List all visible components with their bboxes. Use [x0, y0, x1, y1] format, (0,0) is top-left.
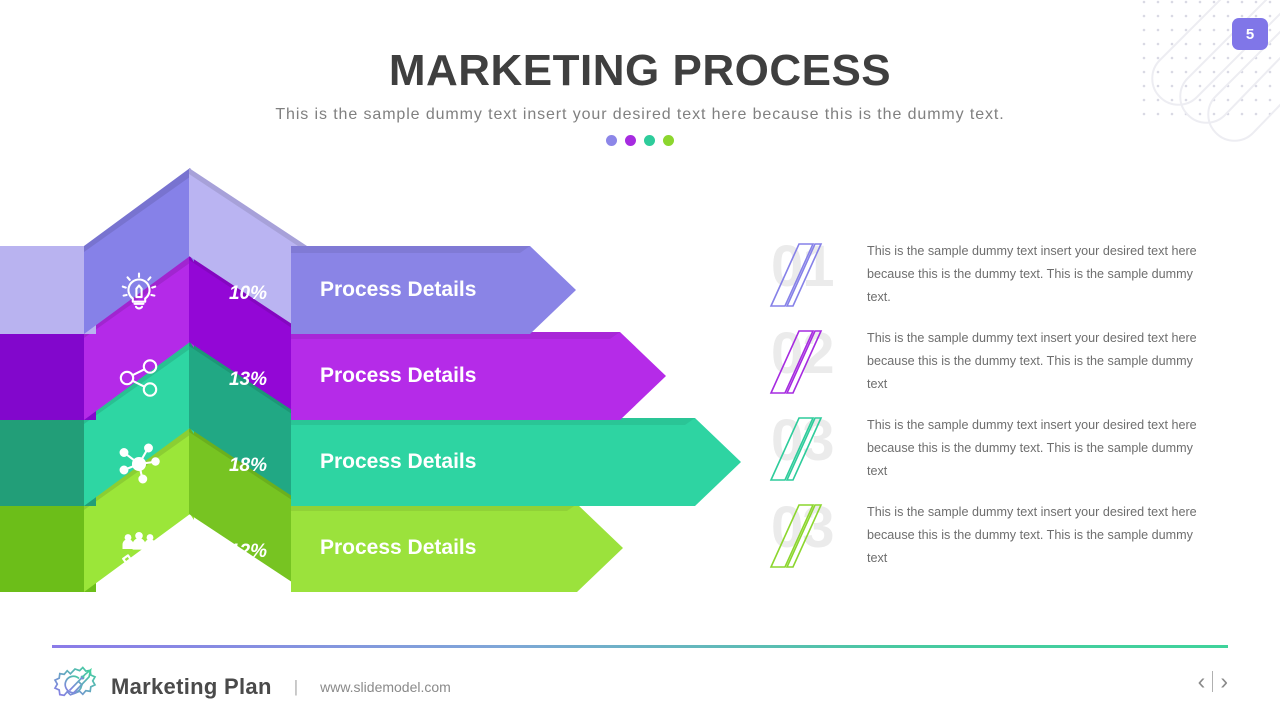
decorative-dot-row — [0, 135, 1280, 147]
process-banner[interactable] — [291, 246, 576, 334]
process-row-1[interactable]: 10% Process Details — [0, 168, 760, 344]
footer-separator: | — [293, 676, 299, 696]
dot-2 — [625, 135, 636, 147]
footer-divider — [52, 645, 1228, 648]
detail-text: This is the sample dummy text insert you… — [867, 331, 1197, 391]
slash-accent-icon — [769, 504, 823, 568]
detail-number-art: 03 — [765, 412, 857, 481]
brand-name: Marketing Plan — [111, 673, 272, 699]
detail-number-art: 02 — [765, 325, 857, 394]
detail-text: This is the sample dummy text insert you… — [867, 244, 1197, 304]
process-detail-list: 01 This is the sample dummy text insert … — [765, 238, 1235, 588]
slide-navigation[interactable]: ‹ › — [1198, 670, 1228, 693]
dot-4 — [663, 135, 674, 147]
chevron-right-face — [189, 168, 307, 344]
page-subtitle: This is the sample dummy text insert you… — [275, 106, 1005, 124]
detail-number-art: 01 — [765, 238, 857, 307]
detail-number-art: 03 — [765, 499, 857, 568]
footer-brand-group: Marketing Plan | www.slidemodel.com — [52, 662, 451, 711]
detail-item: 03 This is the sample dummy text insert … — [765, 412, 1235, 500]
page-title: MARKETING PROCESS — [388, 46, 892, 95]
chevron-left-icon[interactable]: ‹ — [1197, 668, 1206, 694]
slash-accent-icon — [769, 243, 823, 307]
detail-item: 03 This is the sample dummy text insert … — [765, 499, 1235, 587]
dot-1 — [606, 135, 617, 147]
process-row-3[interactable]: 18% Process Details — [0, 340, 760, 516]
footer-url: www.slidemodel.com — [320, 678, 451, 695]
dot-3 — [644, 135, 655, 147]
process-row-tail — [0, 504, 96, 592]
process-row-tail — [0, 418, 96, 506]
detail-text: This is the sample dummy text insert you… — [867, 505, 1197, 565]
nav-divider — [1212, 671, 1214, 692]
process-row-tail — [0, 332, 96, 420]
detail-item: 02 This is the sample dummy text insert … — [765, 325, 1235, 413]
process-banner[interactable] — [291, 504, 623, 592]
detail-item: 01 This is the sample dummy text insert … — [765, 238, 1235, 326]
rocket-gear-logo-icon — [52, 662, 98, 711]
detail-text: This is the sample dummy text insert you… — [867, 418, 1197, 478]
slash-accent-icon — [769, 417, 823, 481]
process-banner[interactable] — [291, 418, 741, 506]
chevron-left-face — [84, 168, 194, 344]
slide-header: MARKETING PROCESS This is the sample dum… — [0, 46, 1280, 147]
page-number-badge: 5 — [1232, 18, 1268, 50]
process-banner[interactable] — [291, 332, 666, 420]
process-infographic: 10% Process Details 13% Process Details — [0, 168, 760, 592]
slash-accent-icon — [769, 330, 823, 394]
process-row-tail — [0, 246, 96, 334]
chevron-right-icon[interactable]: › — [1220, 668, 1228, 694]
slide-footer: Marketing Plan | www.slidemodel.com ‹ › — [52, 662, 1228, 712]
